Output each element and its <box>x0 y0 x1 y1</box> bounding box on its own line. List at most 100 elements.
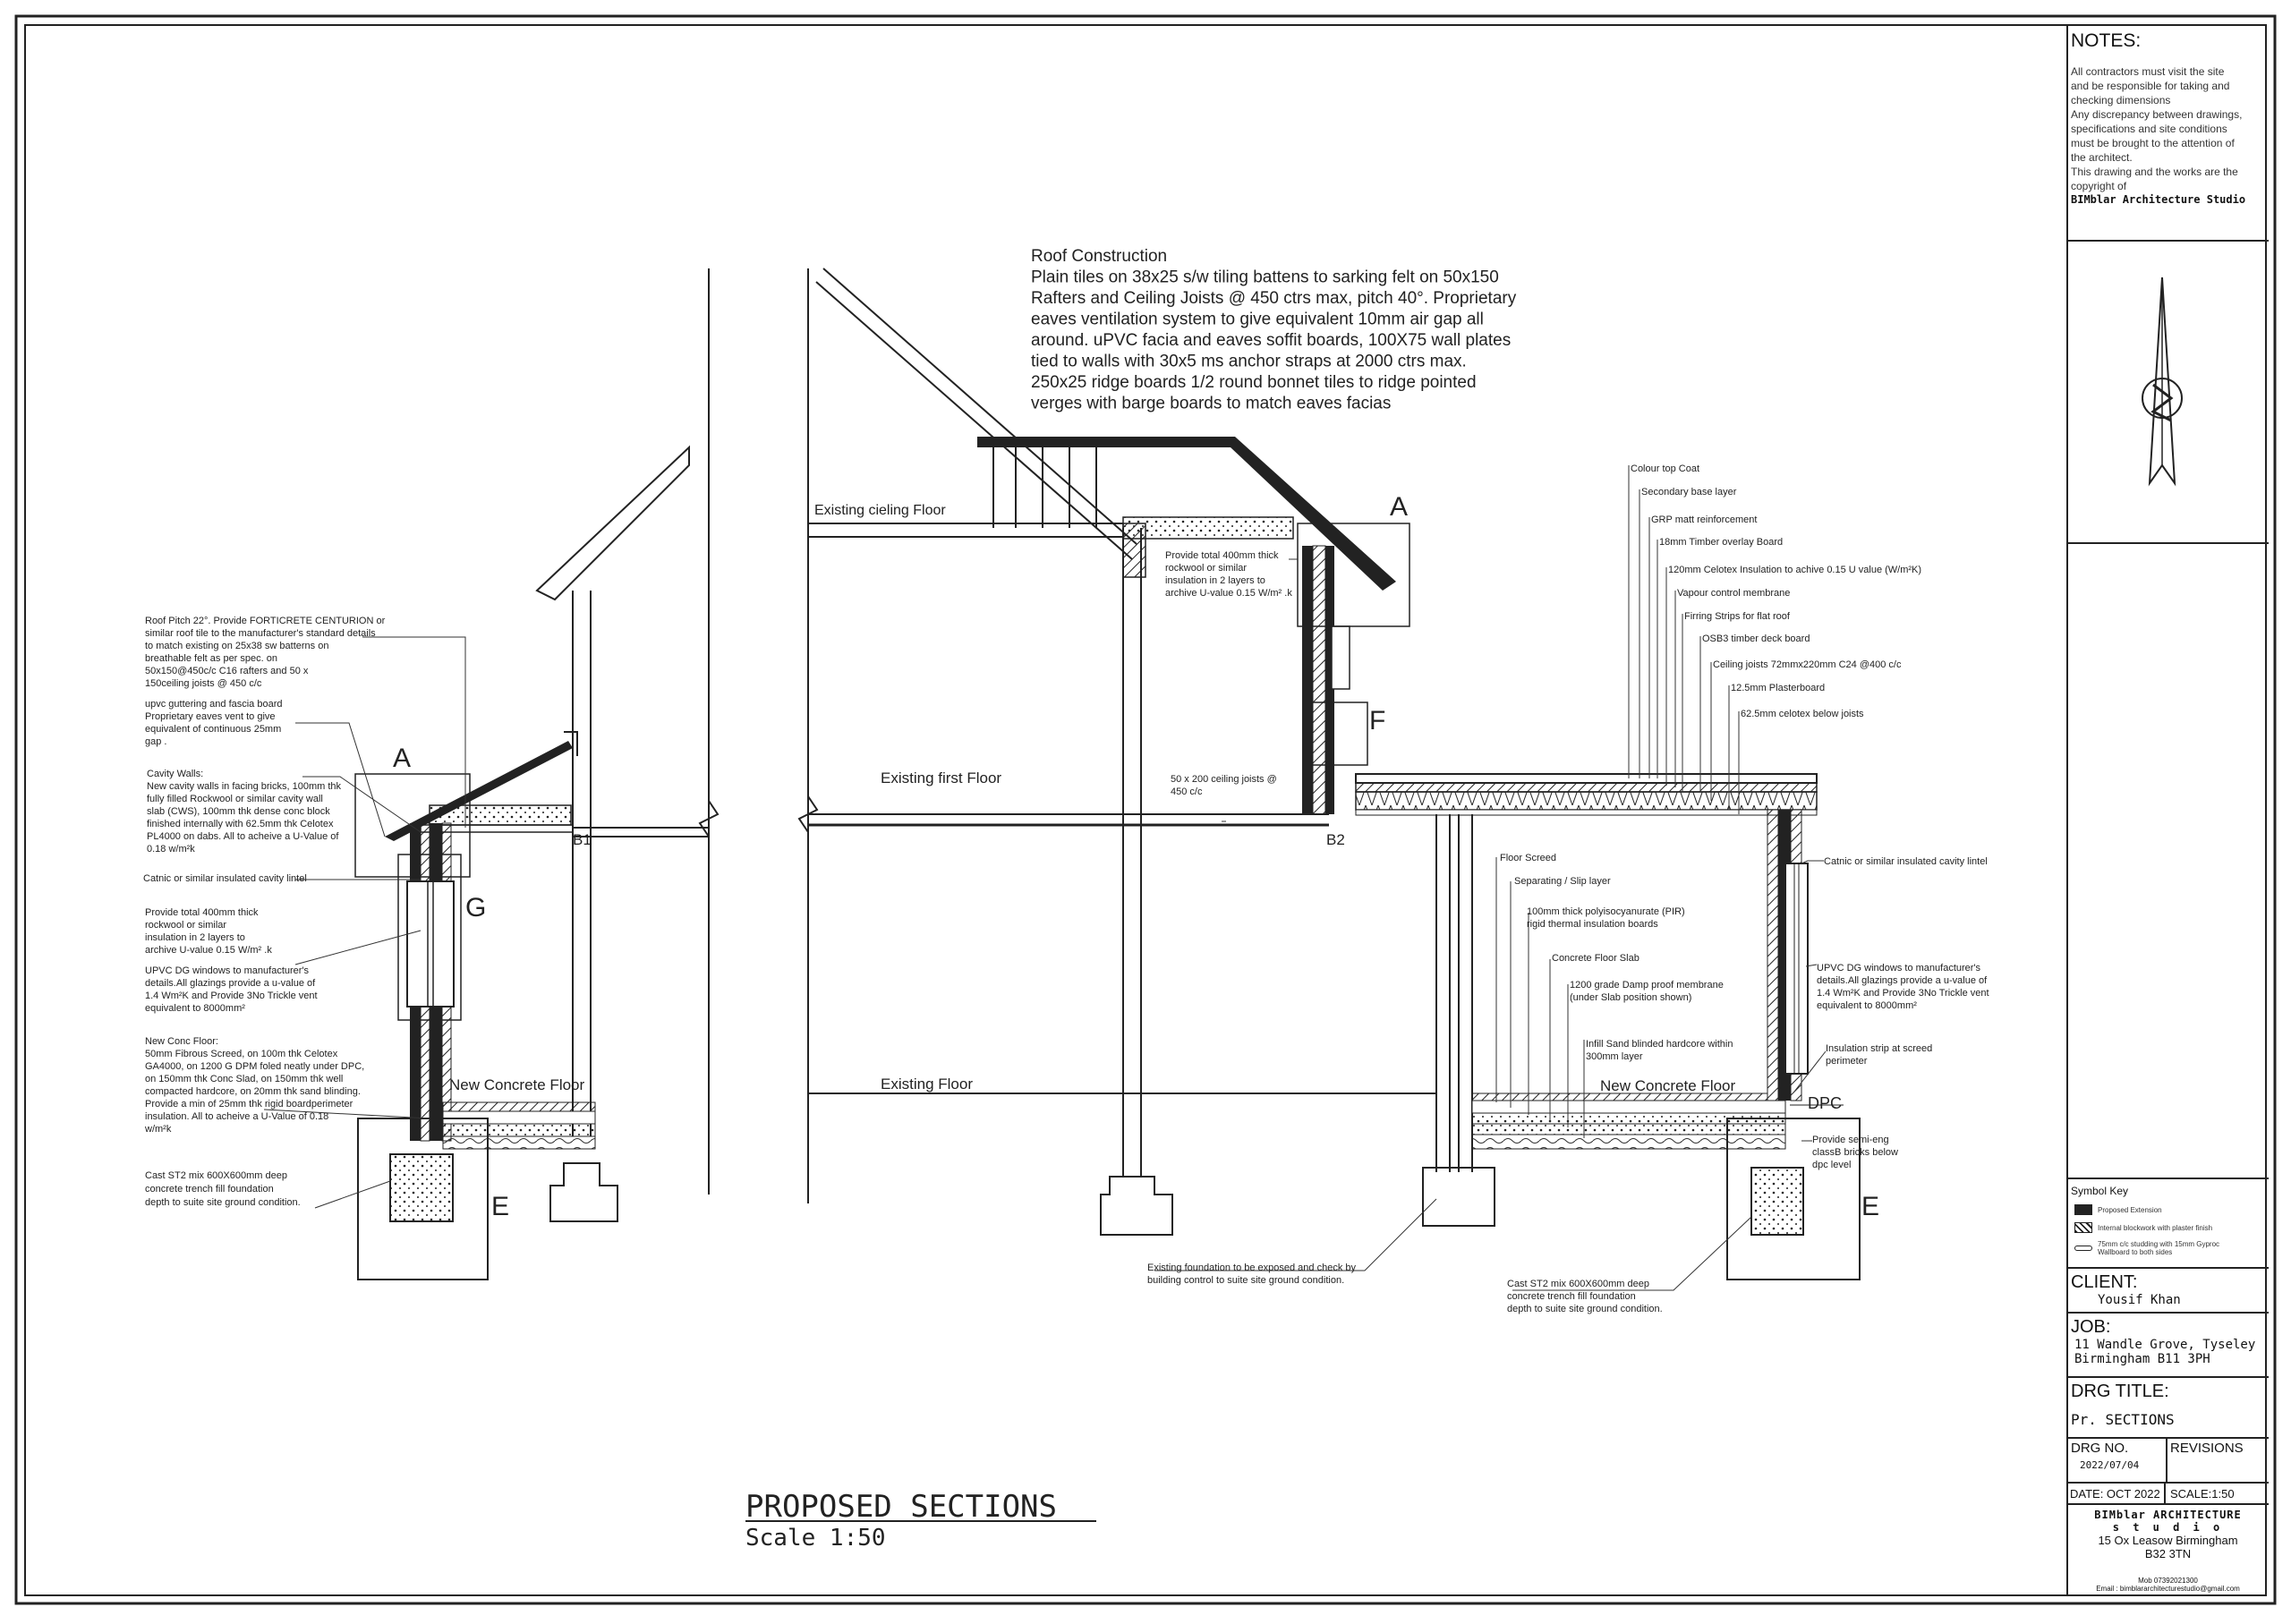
note-line: compacted hardcore, on 20mm thk sand bli… <box>145 1086 361 1097</box>
label-dpc: DPC <box>1808 1094 1842 1112</box>
label-new-concrete-floor-left: New Concrete Floor <box>449 1076 585 1093</box>
note-line: archive U-value 0.15 W/m² .k <box>145 945 272 956</box>
symbol-key-panel: Symbol Key Proposed Extension Internal b… <box>2067 1179 2269 1269</box>
notes-line: All contractors must visit the site <box>2071 65 2225 78</box>
studio-name: BIMblar ARCHITECTURE <box>2094 1509 2242 1521</box>
label-new-concrete-floor-right: New Concrete Floor <box>1600 1077 1736 1094</box>
note-cavity-walls: Cavity Walls:New cavity walls in facing … <box>147 769 342 855</box>
note-line: depth to suite site ground condition. <box>1507 1304 1663 1314</box>
detail-box-g <box>397 854 462 1021</box>
studio-email: Email : bimblararchitecturestudio@gmail.… <box>2096 1585 2240 1593</box>
note-line: 1.4 Wm²K and Provide 3No Trickle vent <box>145 991 318 1001</box>
note-line: rockwool or similar <box>1165 563 1247 574</box>
note-line: Rafters and Ceiling Joists @ 450 ctrs ma… <box>1031 289 1517 308</box>
note-line: insulation. All to acheive a U-Value of … <box>145 1111 328 1122</box>
sheet-border <box>14 14 2277 1605</box>
note-line: 1.4 Wm²K and Provide 3No Trickle vent <box>1817 988 1989 999</box>
notes-line: the architect. <box>2071 151 2133 164</box>
key-label-3: 75mm c/c studding with 15mm Gyproc Wallb… <box>2098 1240 2220 1256</box>
note-line: insulation in 2 layers to <box>145 932 245 943</box>
note-line: 50x150@450c/c C16 rafters and 50 x <box>145 666 309 676</box>
note-line: eaves ventilation system to give equival… <box>1031 310 1484 329</box>
right-section <box>797 268 1861 1291</box>
flat-roof-layer-label: 62.5mm celotex below joists <box>1741 709 1864 719</box>
label-existing-first-floor: Existing first Floor <box>881 769 1001 786</box>
note-line: rockwool or similar <box>145 920 226 931</box>
note-line: equivalent to 8000mm² <box>145 1003 245 1014</box>
marker-e-left: E <box>491 1192 509 1221</box>
note-line: details.All glazings provide a u-value o… <box>145 978 316 989</box>
note-line: 0.18 w/m²k <box>147 844 195 855</box>
note-line: concrete trench fill foundation <box>145 1184 274 1195</box>
detail-box-a-left <box>354 773 471 878</box>
note-line: Plain tiles on 38x25 s/w tiling battens … <box>1031 268 1499 287</box>
notes-firm: BIMblar Architecture Studio <box>2071 193 2246 206</box>
note-line: concrete trench fill foundation <box>1507 1291 1636 1302</box>
note-line: Existing foundation to be exposed and ch… <box>1147 1263 1356 1273</box>
key-swatch-hatch <box>2074 1222 2092 1233</box>
floor-layer-label: 300mm layer <box>1586 1051 1643 1062</box>
note-line: UPVC DG windows to manufacturer's <box>1817 963 1981 974</box>
note-line: w/m²k <box>144 1124 172 1135</box>
floor-layer-label: Infill Sand blinded hardcore within <box>1586 1039 1733 1050</box>
job-label: JOB: <box>2071 1317 2111 1337</box>
note-new-conc-floor: New Conc Floor: 50mm Fibrous Screed, on 1… <box>144 1036 364 1135</box>
detail-box-f <box>1306 701 1368 766</box>
note-line: New Conc Floor: <box>145 1036 218 1047</box>
notes-line: must be brought to the attention of <box>2071 137 2235 149</box>
symbol-key-heading: Symbol Key <box>2071 1185 2129 1197</box>
note-lintel-left: Catnic or similar insulated cavity linte… <box>143 873 307 884</box>
studio-panel: BIMblar ARCHITECTURE s t u d i o 15 Ox L… <box>2067 1505 2269 1595</box>
note-line: UPVC DG windows to manufacturer's <box>145 965 310 976</box>
note-line: to match existing on 25x38 sw batterns o… <box>145 641 328 651</box>
drg-title-panel: DRG TITLE: Pr. SECTIONS <box>2067 1378 2269 1439</box>
client-panel: CLIENT: Yousif Khan <box>2067 1269 2269 1314</box>
note-line: Provide total 400mm thick <box>145 907 259 918</box>
left-section <box>263 268 720 1280</box>
floor-layer-label: (under Slab position shown) <box>1570 992 1691 1003</box>
flat-roof-layer-label: OSB3 timber deck board <box>1702 633 1810 644</box>
floor-layer-label: rigid thermal insulation boards <box>1527 919 1658 930</box>
job-line1: 11 Wandle Grove, Tyseley <box>2074 1338 2256 1352</box>
note-lintel-right: Catnic or similar insulated cavity linte… <box>1824 856 1988 867</box>
notes-line: This drawing and the works are the <box>2071 166 2238 178</box>
key-swatch-stud <box>2074 1246 2092 1251</box>
note-line: 50mm Fibrous Screed, on 100m thk Celotex <box>145 1049 338 1059</box>
marker-a-mid: A <box>1390 492 1408 522</box>
blank-panel <box>2067 544 2269 1179</box>
note-line: verges with barge boards to match eaves … <box>1031 395 1391 413</box>
notes-heading: NOTES: <box>2071 30 2142 51</box>
flat-roof-layer-label: 18mm Timber overlay Board <box>1659 537 1783 548</box>
note-line: 450 c/c <box>1171 786 1203 797</box>
north-panel <box>2067 242 2269 544</box>
drg-title-value: Pr. SECTIONS <box>2071 1411 2175 1428</box>
note-insulation-left: Provide total 400mm thick rockwool or sim… <box>145 907 272 956</box>
note-windows-right: UPVC DG windows to manufacturer'sdetails… <box>1817 963 1989 1011</box>
key-row-1: Proposed Extension <box>2074 1204 2269 1215</box>
note-ceiling-joists: 50 x 200 ceiling joists @450 c/c <box>1171 774 1277 797</box>
note-line: upvc guttering and fascia board <box>145 699 283 710</box>
drg-no-value: 2022/07/04 <box>2080 1459 2140 1471</box>
studio-addr1: 15 Ox Leasow Birmingham <box>2098 1534 2238 1547</box>
drg-no-panel: DRG NO. 2022/07/04 REVISIONS <box>2067 1439 2269 1484</box>
note-line: dpc level <box>1812 1160 1851 1170</box>
note-line: classB bricks below <box>1812 1147 1898 1158</box>
date-scale-panel: DATE: OCT 2022 SCALE:1:50 <box>2067 1484 2269 1505</box>
marker-b1: B1 <box>573 831 592 848</box>
note-line: New cavity walls in facing bricks, 100mm… <box>147 781 342 792</box>
north-arrow-icon <box>2142 276 2183 487</box>
floor-leaders <box>1154 558 1827 1291</box>
note-line: slab (CWS), 100mm thk dense conc block <box>147 806 330 817</box>
revisions-label: REVISIONS <box>2170 1441 2244 1456</box>
flat-roof-leaders <box>1628 465 1740 814</box>
note-line: details.All glazings provide a u-value o… <box>1817 975 1988 986</box>
notes-line: and be responsible for taking and <box>2071 80 2230 92</box>
label-existing-ceiling: Existing cieling Floor <box>814 503 946 518</box>
drg-no-label: DRG NO. <box>2071 1441 2129 1456</box>
